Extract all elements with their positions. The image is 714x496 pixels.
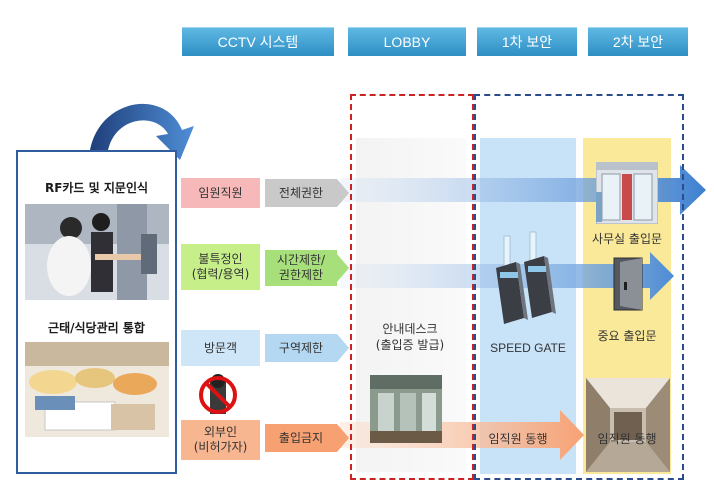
curved-arrow-icon xyxy=(90,103,194,160)
category-visitor: 방문객 xyxy=(181,330,260,366)
tab-cctv-system: CCTV 시스템 xyxy=(182,27,334,56)
speed-gate-label: SPEED GATE xyxy=(490,341,566,355)
tab-security-1: 1차 보안 xyxy=(477,27,577,56)
row1-flow-arrow xyxy=(340,165,706,215)
cafeteria-photo xyxy=(25,342,169,437)
speed-gate-icon xyxy=(496,231,556,324)
important-door-label: 중요 출입문 xyxy=(597,329,657,343)
tab-lobby: LOBBY xyxy=(348,27,466,56)
fingerprint-photo xyxy=(25,204,169,300)
category-executive: 임원직원 xyxy=(181,178,260,208)
category-outsider: 외부인 (비허가자) xyxy=(181,420,260,460)
secure-door-icon xyxy=(613,257,643,311)
access-denied-arrow xyxy=(337,424,349,452)
lobby-dashed-box xyxy=(350,94,474,480)
security-dashed-box xyxy=(474,94,684,480)
lobby-photo xyxy=(370,375,442,443)
office-door-icon xyxy=(596,162,658,224)
info-desk-label: 안내데스크 (출입증 발급) xyxy=(375,322,445,352)
category-contractor: 불특정인 (협력/용역) xyxy=(181,244,260,290)
access-full-arrow xyxy=(337,179,349,207)
access-denied: 출입금지 xyxy=(265,424,337,452)
access-zone-limited: 구역제한 xyxy=(265,334,337,362)
hallway-photo xyxy=(586,378,670,472)
access-time-limited-arrow xyxy=(337,254,349,282)
left-panel: RF카드 및 지문인식 근태/식당관리 통합 xyxy=(16,150,177,474)
access-time-limited: 시간제한/ 권한제한 xyxy=(265,250,337,286)
no-entry-icon xyxy=(199,374,237,414)
tab-security-2: 2차 보안 xyxy=(588,27,688,56)
access-zone-limited-arrow xyxy=(337,334,349,362)
office-door-label: 사무실 출입문 xyxy=(591,232,663,246)
rf-card-title: RF카드 및 지문인식 xyxy=(44,181,149,195)
attendance-title: 근태/식당관리 통합 xyxy=(48,321,145,335)
escort-label-1: 임직원 동행 xyxy=(488,432,548,446)
escort-label-2: 임직원 동행 xyxy=(597,432,657,446)
access-full: 전체권한 xyxy=(265,179,337,207)
